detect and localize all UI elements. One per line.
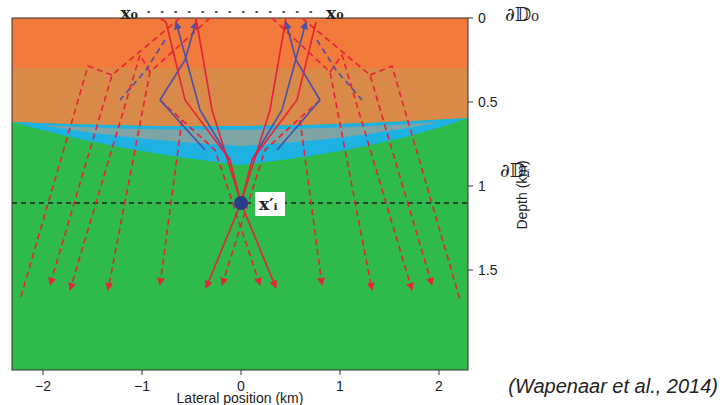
focal-point-label: x′ᵢ bbox=[259, 196, 278, 213]
rays bbox=[20, 18, 460, 300]
lateral-tick: −1 bbox=[134, 379, 150, 393]
surface-label: ∂𝔻₀ bbox=[505, 5, 539, 24]
axis-ticks bbox=[43, 18, 473, 375]
depth-tick: 0.5 bbox=[478, 95, 497, 109]
focal-surface-label: ∂𝔻ᵢ bbox=[500, 161, 530, 180]
lateral-tick: 2 bbox=[435, 379, 443, 393]
focal-label-patch bbox=[255, 192, 285, 216]
citation: (Wapenaar et al., 2014) bbox=[508, 376, 718, 396]
depth-tick: 1.5 bbox=[478, 263, 497, 277]
lateral-tick: −2 bbox=[35, 379, 51, 393]
focal-point bbox=[234, 196, 248, 210]
depth-tick: 0 bbox=[478, 11, 486, 25]
receiver-label: x₀ bbox=[120, 5, 138, 22]
lateral-tick: 1 bbox=[336, 379, 344, 393]
layers bbox=[12, 18, 468, 370]
receiver-label: x₀ bbox=[326, 5, 344, 22]
axis-title: Lateral position (km) bbox=[177, 391, 304, 405]
depth-tick: 1 bbox=[478, 179, 486, 193]
dotted-surface bbox=[148, 11, 318, 13]
